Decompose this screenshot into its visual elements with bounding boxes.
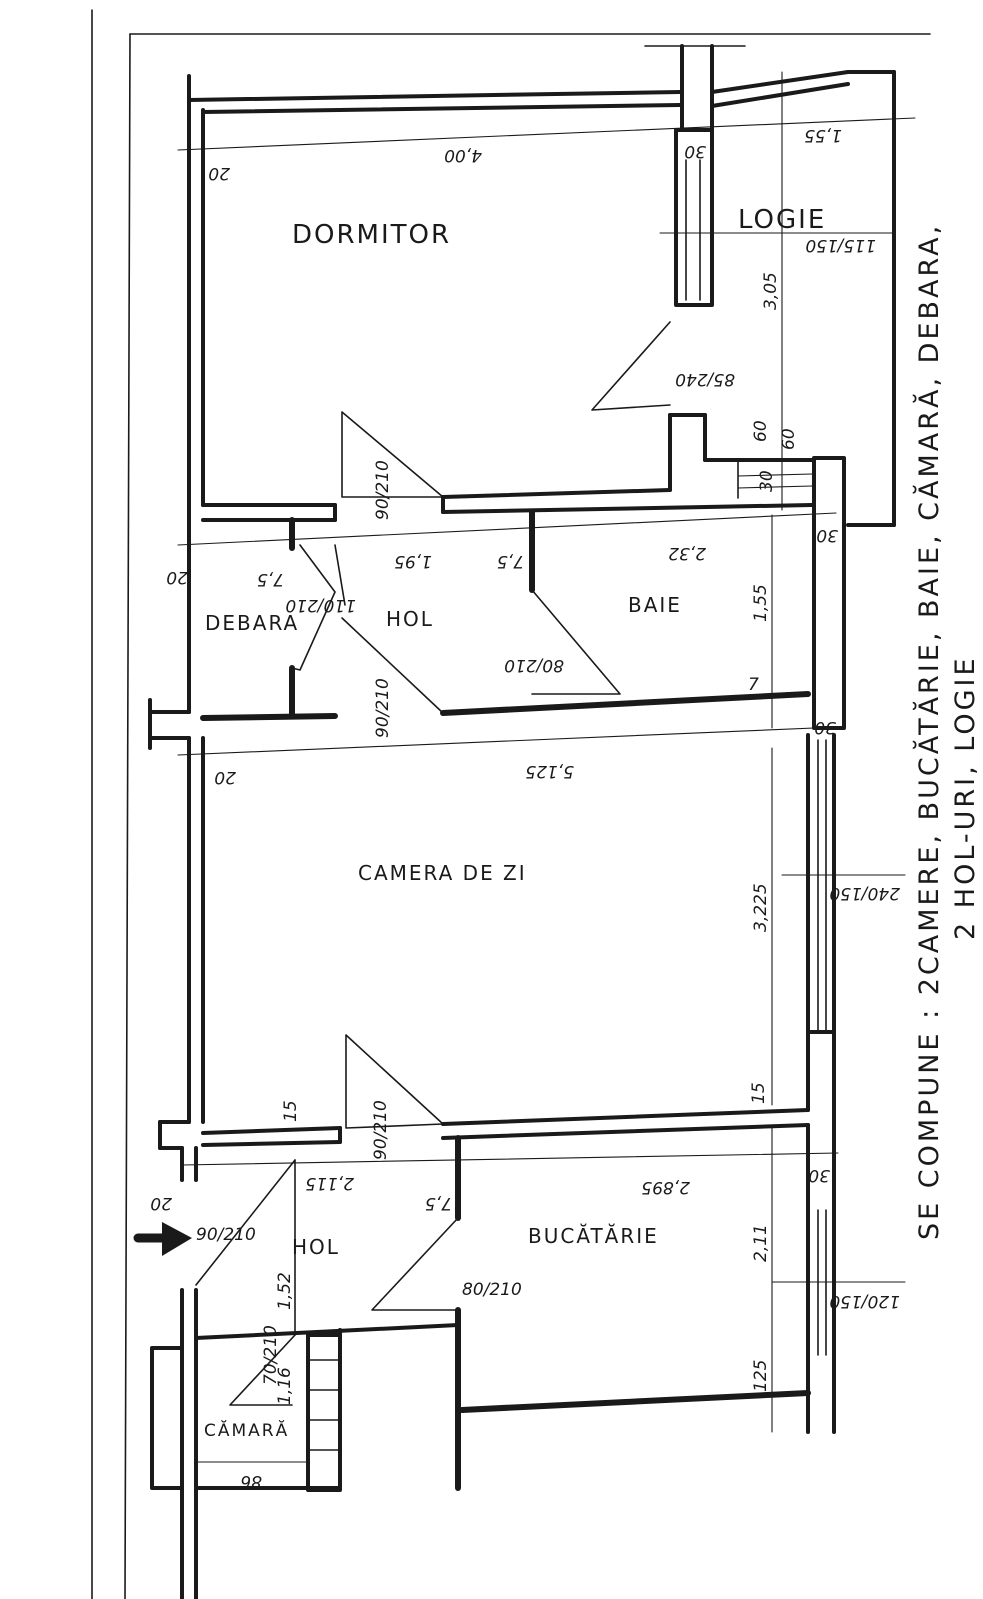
dim-label: 30: [757, 470, 777, 492]
dim-label: 60: [779, 428, 799, 450]
dim-label: 30: [816, 525, 838, 545]
window-label: 240/150: [829, 883, 900, 903]
room-label-hol-top: HOL: [386, 607, 434, 631]
dim-label: 4,00: [444, 145, 482, 165]
dim-label: 30: [814, 717, 836, 737]
dim-label: 7,5: [257, 569, 284, 589]
dim-label: 7,5: [497, 551, 524, 571]
room-labels: DORMITOR LOGIE DEBARA HOL BAIE CAMERA DE…: [204, 205, 826, 1441]
dim-label: 7,5: [425, 1193, 452, 1213]
dim-label: 15: [281, 1100, 301, 1122]
door-label: 90/210: [373, 460, 393, 520]
dim-label: 125: [751, 1360, 771, 1392]
dim-label: 5,125: [525, 761, 574, 781]
note-line-1: SE COMPUNE : 2CAMERE, BUCĂTĂRIE, BAIE, C…: [912, 223, 945, 1240]
dimension-lines: [177, 71, 916, 1463]
door-label: 90/210: [373, 678, 393, 738]
dim-label: 7: [748, 675, 759, 695]
door-label: 110/210: [285, 595, 356, 615]
door-label: 70/210: [261, 1325, 281, 1385]
dimension-labels: 4,00 1,55 115/150 3,05 85/240 30 20 60 6…: [150, 125, 900, 1491]
room-label-camara: CĂMARĂ: [204, 1419, 289, 1441]
door-swings: [195, 321, 671, 1406]
room-label-camera-de-zi: CAMERA DE ZI: [358, 861, 527, 885]
door-label: 80/210: [504, 655, 564, 675]
dim-label: 3,05: [761, 272, 781, 310]
dim-label: 15: [749, 1082, 769, 1104]
note-line-2: 2 HOL-URI, LOGIE: [950, 655, 981, 940]
room-label-debara: DEBARA: [205, 611, 299, 635]
dim-label: 1,55: [751, 584, 771, 622]
dim-label: 1,16: [275, 1367, 295, 1405]
outer-walls: [150, 44, 896, 1599]
dim-label: 1,55: [804, 125, 842, 145]
dim-label: 2,32: [668, 543, 706, 563]
dim-label: 2,115: [305, 1173, 354, 1193]
dim-label: 86: [240, 1471, 262, 1491]
dim-label: 20: [166, 567, 188, 587]
door-label: 80/210: [462, 1280, 522, 1300]
room-label-dormitor: DORMITOR: [292, 220, 451, 250]
room-label-hol-bottom: HOL: [292, 1235, 340, 1259]
dim-label: 85/240: [675, 369, 735, 389]
dim-label: 30: [684, 141, 706, 161]
page-frame: [91, 9, 931, 1599]
room-label-bucatarie: BUCĂTĂRIE: [528, 1224, 659, 1248]
entry-arrow-icon: [133, 1222, 192, 1256]
room-label-baie: BAIE: [628, 593, 682, 617]
dim-label: 3,225: [751, 883, 771, 932]
door-label: 90/210: [371, 1100, 391, 1160]
composition-note: SE COMPUNE : 2CAMERE, BUCĂTĂRIE, BAIE, C…: [912, 223, 981, 1240]
dim-label: 60: [751, 420, 771, 442]
interior-walls: [148, 128, 816, 1492]
dim-label: 20: [208, 163, 230, 183]
dim-label: 1,52: [275, 1272, 295, 1310]
door-label: 90/210: [196, 1225, 256, 1245]
dim-label: 2,11: [751, 1224, 771, 1262]
dim-label: 1,95: [394, 551, 432, 571]
room-label-logie: LOGIE: [738, 205, 826, 235]
window-label: 120/150: [829, 1291, 900, 1311]
dim-label: 30: [808, 1165, 830, 1185]
dim-label: 20: [214, 767, 236, 787]
dim-label: 20: [150, 1193, 172, 1213]
dim-label: 2,895: [641, 1177, 690, 1197]
dim-label: 115/150: [805, 235, 876, 255]
